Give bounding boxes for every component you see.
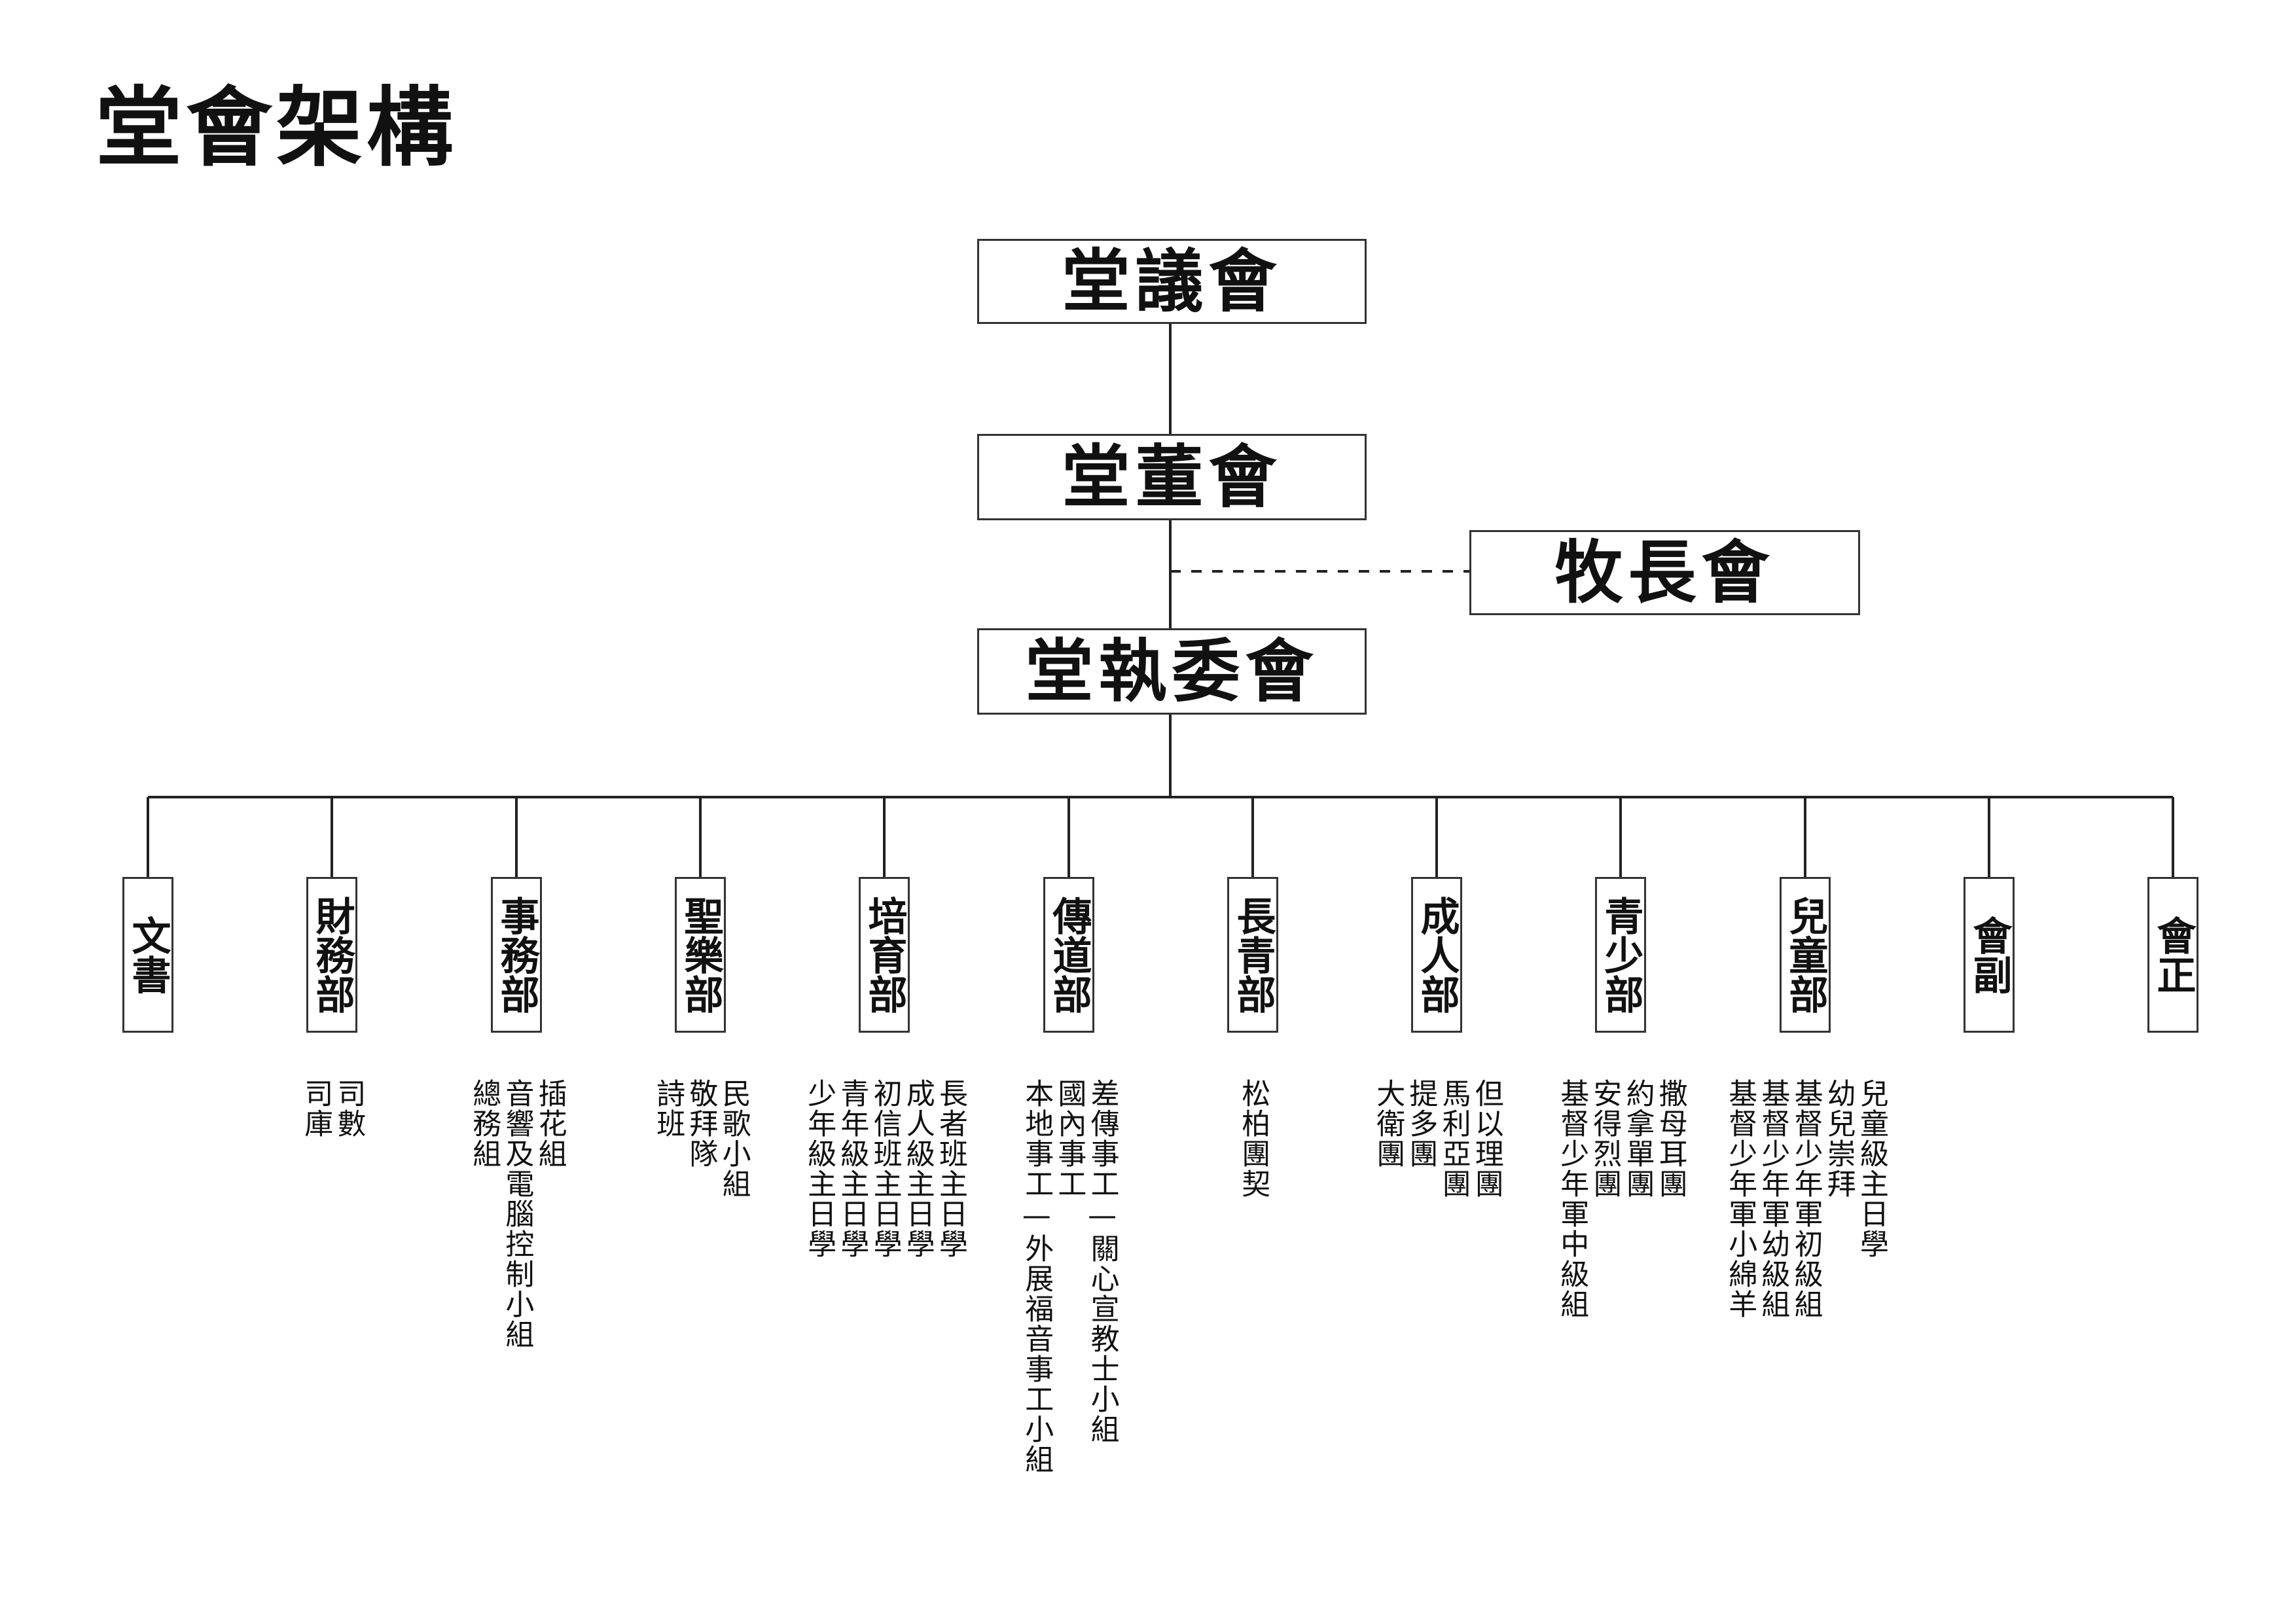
- page-title: 堂會架構: [96, 78, 457, 179]
- department-groups: 民歌小組敬拜隊詩班: [651, 1079, 751, 1199]
- group-item: 敬拜隊: [684, 1079, 718, 1169]
- department-label: 財務部: [309, 896, 355, 1014]
- pastoral-box: 牧長會: [1469, 530, 1860, 615]
- department-groups: 松柏團契: [1236, 1079, 1270, 1199]
- group-item: 大衛團: [1371, 1079, 1405, 1169]
- department-box: 兒童部: [1780, 877, 1831, 1033]
- department-label: 聖樂部: [677, 896, 723, 1014]
- group-item: 總務組: [467, 1079, 501, 1169]
- group-item: 提多團: [1404, 1079, 1438, 1169]
- group-item: 差傳事工—關心宣教士小組: [1085, 1079, 1119, 1444]
- group-item: 基督少年軍小綿羊: [1723, 1079, 1757, 1319]
- department-box: 事務部: [491, 877, 542, 1033]
- department-groups: 司數司庫: [299, 1079, 366, 1139]
- group-item: 安得烈團: [1588, 1079, 1622, 1199]
- department-box: 會正: [2147, 877, 2198, 1033]
- council-label: 堂議會: [1062, 241, 1282, 321]
- group-item: 本地事工—外展福音事工小組: [1020, 1079, 1054, 1474]
- department-groups: 插花組音響及電腦控制小組總務組: [467, 1079, 567, 1349]
- group-item: 音響及電腦控制小組: [500, 1079, 534, 1349]
- group-item: 兒童級主日學: [1854, 1079, 1888, 1259]
- pastoral-label: 牧長會: [1554, 533, 1775, 613]
- group-item: 約拿單團: [1621, 1079, 1655, 1199]
- group-item: 長者班主日學: [933, 1079, 967, 1259]
- group-item: 基督少年軍初級組: [1789, 1079, 1823, 1319]
- board-label: 堂董會: [1062, 437, 1282, 517]
- department-box: 培育部: [859, 877, 910, 1033]
- department-box: 成人部: [1411, 877, 1462, 1033]
- department-label: 培育部: [861, 896, 907, 1014]
- department-label: 文書: [125, 916, 171, 994]
- group-item: 插花組: [533, 1079, 567, 1169]
- group-item: 幼兒崇拜: [1821, 1079, 1856, 1199]
- department-label: 長青部: [1230, 896, 1276, 1014]
- department-box: 會副: [1964, 877, 2015, 1033]
- department-groups: 兒童級主日學幼兒崇拜基督少年軍初級組基督少年軍幼級組基督少年軍小綿羊: [1723, 1079, 1888, 1319]
- department-label: 會副: [1966, 916, 2012, 994]
- department-label: 兒童部: [1782, 896, 1828, 1014]
- department-groups: 撒母耳團約拿單團安得烈團基督少年軍中級組: [1555, 1079, 1687, 1319]
- department-box: 青少部: [1595, 877, 1646, 1033]
- department-box: 長青部: [1227, 877, 1278, 1033]
- department-label: 青少部: [1598, 896, 1643, 1014]
- department-groups: 但以理團馬利亞團提多團大衛團: [1371, 1079, 1503, 1199]
- group-item: 民歌小組: [717, 1079, 751, 1199]
- department-box: 聖樂部: [675, 877, 726, 1033]
- group-item: 松柏團契: [1236, 1079, 1270, 1199]
- department-box: 傳道部: [1043, 877, 1094, 1033]
- group-item: 基督少年軍中級組: [1555, 1079, 1589, 1319]
- department-label: 會正: [2150, 916, 2196, 994]
- board-box: 堂董會: [977, 434, 1367, 520]
- group-item: 國內事工: [1052, 1079, 1086, 1199]
- group-item: 青年級主日學: [835, 1079, 869, 1259]
- department-box: 文書: [122, 877, 173, 1033]
- group-item: 少年級主日學: [802, 1079, 836, 1259]
- executive-label: 堂執委會: [1025, 632, 1319, 711]
- executive-box: 堂執委會: [977, 628, 1367, 715]
- department-label: 成人部: [1414, 896, 1460, 1014]
- department-label: 事務部: [493, 896, 539, 1014]
- group-item: 詩班: [651, 1079, 685, 1139]
- group-item: 司數: [332, 1079, 366, 1139]
- department-groups: 長者班主日學成人級主日學初信班主日學青年級主日學少年級主日學: [802, 1079, 967, 1259]
- department-box: 財務部: [306, 877, 357, 1033]
- department-groups: 差傳事工—關心宣教士小組國內事工本地事工—外展福音事工小組: [1020, 1079, 1119, 1474]
- group-item: 初信班主日學: [868, 1079, 902, 1259]
- department-drop-lines: [147, 797, 2174, 877]
- group-item: 成人級主日學: [901, 1079, 935, 1259]
- group-item: 司庫: [299, 1079, 333, 1139]
- department-label: 傳道部: [1046, 896, 1092, 1014]
- council-box: 堂議會: [977, 239, 1367, 324]
- group-item: 撒母耳團: [1653, 1079, 1687, 1199]
- group-item: 基督少年軍幼級組: [1756, 1079, 1790, 1319]
- group-item: 但以理團: [1469, 1079, 1503, 1199]
- group-item: 馬利亞團: [1437, 1079, 1471, 1199]
